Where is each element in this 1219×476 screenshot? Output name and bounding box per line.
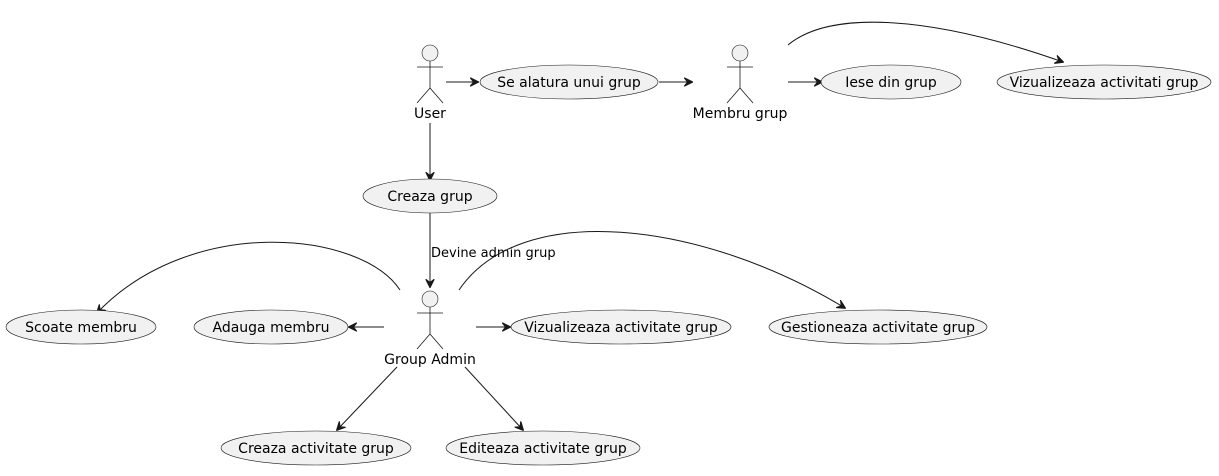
- svg-text:Se alatura unui grup: Se alatura unui grup: [497, 75, 641, 91]
- usecase-remove-member: Scoate membru: [5, 309, 157, 345]
- usecase-manage-activity: Gestioneaza activitate grup: [768, 309, 988, 345]
- svg-text:Editeaza activitate grup: Editeaza activitate grup: [459, 441, 627, 457]
- usecase-create-activity: Creaza activitate grup: [220, 430, 412, 466]
- svg-text:Creaza activitate grup: Creaza activitate grup: [238, 441, 394, 457]
- actor-user: User: [414, 44, 446, 122]
- svg-text:Gestioneaza activitate grup: Gestioneaza activitate grup: [781, 320, 975, 336]
- svg-text:Adauga membru: Adauga membru: [213, 320, 330, 336]
- svg-text:Scoate membru: Scoate membru: [25, 320, 137, 336]
- edge-label-becomes-admin: Devine admin grup: [431, 246, 556, 261]
- edge-member-view-activities: [787, 21, 1063, 62]
- edge-admin-create-activity: [337, 366, 398, 430]
- usecase-leave-group: Iese din grup: [820, 64, 962, 100]
- svg-text:Iese din grup: Iese din grup: [845, 75, 937, 91]
- actor-group-admin: Group Admin: [384, 290, 476, 368]
- actor-member-label: Membru grup: [693, 106, 788, 122]
- usecase-add-member: Adauga membru: [193, 309, 349, 345]
- actor-user-label: User: [414, 106, 446, 122]
- usecase-join-group: Se alatura unui grup: [479, 64, 659, 100]
- edge-admin-remove-member: [97, 241, 401, 313]
- edge-admin-edit-activity: [464, 366, 523, 430]
- svg-text:Vizualizeaza activitati grup: Vizualizeaza activitati grup: [1010, 75, 1199, 91]
- svg-text:Creaza grup: Creaza grup: [387, 189, 472, 205]
- edge-admin-manage-activity: [458, 231, 845, 308]
- usecase-create-group: Creaza grup: [362, 178, 498, 214]
- usecase-edit-activity: Editeaza activitate grup: [445, 430, 641, 466]
- svg-text:Vizualizeaza activitate grup: Vizualizeaza activitate grup: [524, 320, 718, 336]
- actor-admin-label: Group Admin: [384, 352, 476, 368]
- usecase-view-activities: Vizualizeaza activitati grup: [996, 64, 1212, 100]
- usecase-view-activity: Vizualizeaza activitate grup: [510, 309, 732, 345]
- actor-member: Membru grup: [693, 44, 788, 122]
